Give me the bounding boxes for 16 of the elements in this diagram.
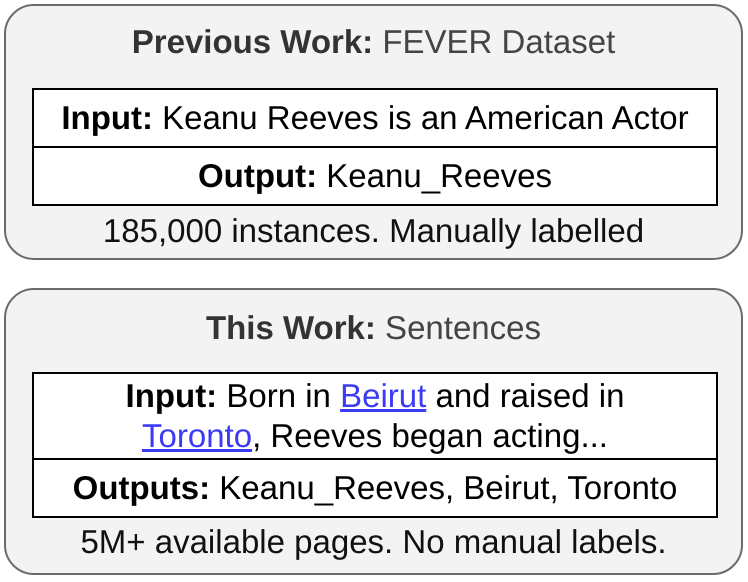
output-row xyxy=(32,146,718,206)
panel-footnote: 185,000 instances. Manually labelled xyxy=(102,212,644,249)
output-row xyxy=(32,458,718,518)
input-row xyxy=(32,372,718,460)
panel-card xyxy=(4,288,743,575)
panel-heading: This Work: Sentences xyxy=(206,309,542,346)
input-text: Input: Keanu Reeves is an American Actor xyxy=(61,98,689,138)
input-sentence: Input: Born in Beirut and raised in Toronto, Reeves began acting... xyxy=(124,376,626,456)
panel-heading: Previous Work: FEVER Dataset xyxy=(132,23,616,60)
panel-card xyxy=(4,4,743,260)
input-row xyxy=(32,88,718,148)
output-text: Output: Keanu_Reeves xyxy=(198,156,552,196)
hyperlink: Beirut xyxy=(340,377,426,414)
hyperlink: Toronto xyxy=(142,417,252,454)
output-text: Outputs: Keanu_Reeves, Beirut, Toronto xyxy=(72,468,678,508)
panel-footnote: 5M+ available pages. No manual labels. xyxy=(80,523,667,560)
